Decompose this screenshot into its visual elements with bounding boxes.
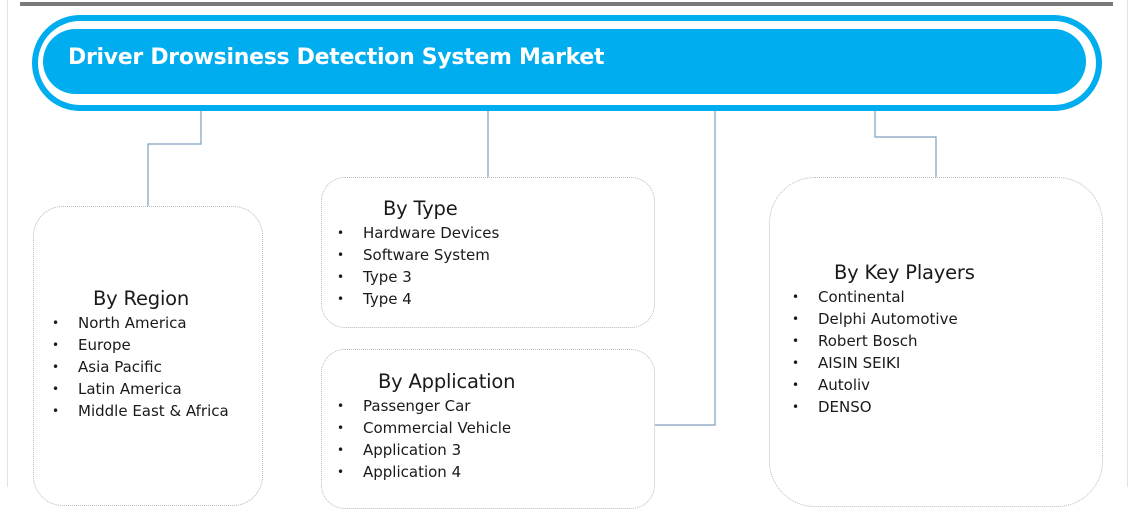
- bullet-icon: •: [792, 290, 800, 304]
- bullet-icon: •: [337, 248, 345, 262]
- segment-box-region: [33, 206, 263, 506]
- connector-application: [655, 111, 716, 426]
- bullet-icon: •: [337, 292, 345, 306]
- page-frame-right: [1127, 0, 1128, 487]
- bullet-icon: •: [792, 356, 800, 370]
- segment-title-region: By Region: [93, 287, 190, 310]
- segment-box-type: [321, 177, 655, 328]
- top-rule: [20, 2, 1113, 6]
- bullet-icon: •: [792, 312, 800, 326]
- bullet-icon: •: [792, 400, 800, 414]
- bullet-icon: •: [52, 382, 60, 396]
- segment-title-application: By Application: [378, 370, 516, 393]
- bullet-icon: •: [792, 334, 800, 348]
- segment-box-key-players: [769, 177, 1103, 507]
- bullet-icon: •: [52, 316, 60, 330]
- bullet-icon: •: [52, 338, 60, 352]
- bullet-icon: •: [337, 443, 345, 457]
- bullet-icon: •: [337, 399, 345, 413]
- bullet-icon: •: [337, 226, 345, 240]
- diagram-title: Driver Drowsiness Detection System Marke…: [68, 45, 605, 70]
- bullet-icon: •: [337, 270, 345, 284]
- bullet-icon: •: [52, 404, 60, 418]
- bullet-icon: •: [337, 465, 345, 479]
- page-frame-left: [7, 0, 8, 487]
- title-banner: [43, 29, 1086, 94]
- segment-box-application: [321, 349, 655, 509]
- bullet-icon: •: [337, 421, 345, 435]
- connector-lines: [147, 111, 937, 426]
- segment-title-key-players: By Key Players: [834, 261, 975, 284]
- segment-title-type: By Type: [383, 197, 458, 220]
- connector-region: [147, 111, 202, 206]
- bullet-icon: •: [52, 360, 60, 374]
- bullet-icon: •: [792, 378, 800, 392]
- connector-key-players: [874, 111, 937, 177]
